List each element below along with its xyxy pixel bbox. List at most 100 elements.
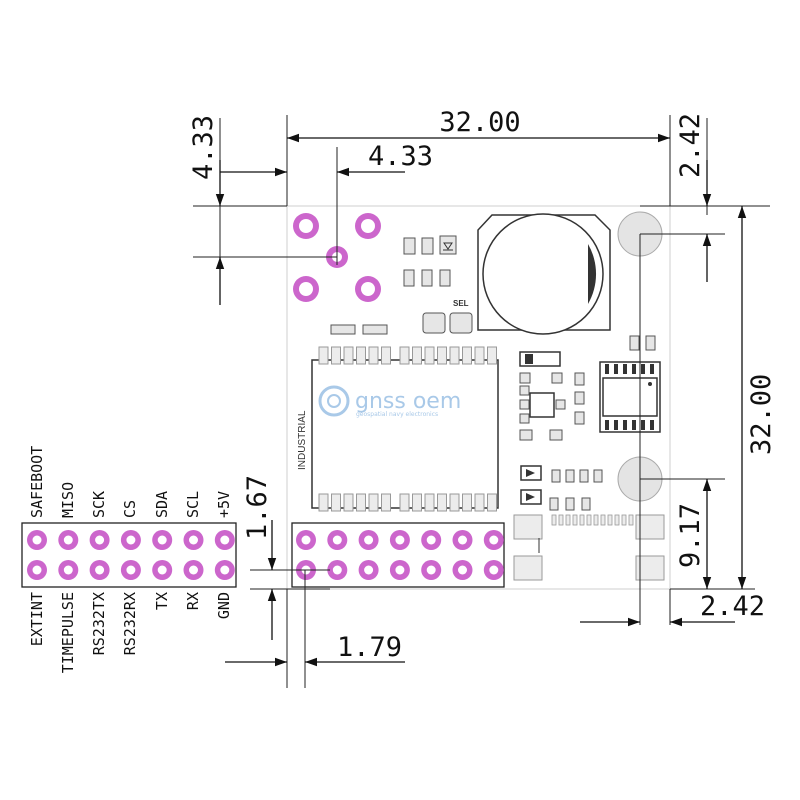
pin-label-safeboot: SAFEBOOT	[28, 446, 46, 518]
dim-label-header-offset-x: 1.79	[337, 632, 402, 663]
module-pin-top	[368, 346, 379, 365]
module-pin-bottom	[399, 493, 410, 512]
dim-label-pad-offset-y: 4.33	[188, 115, 219, 180]
usb-connector-pads	[513, 514, 665, 581]
pin-label-5v: +5V	[215, 491, 233, 518]
board-header-pin-r1-c5	[421, 530, 442, 550]
board-header-pin-r2-c4	[389, 560, 410, 580]
header-pin-r2-c5	[152, 560, 173, 580]
top-small-components: SEL	[330, 235, 473, 335]
module-pin-top	[462, 346, 472, 365]
pin-label-gnd: GND	[215, 592, 233, 619]
board-header-pin-r2-c2	[327, 560, 348, 580]
chip-pin	[632, 420, 636, 430]
module-pin-bottom	[462, 493, 472, 512]
chip-pin	[605, 364, 609, 374]
module-pin-bottom	[437, 493, 447, 512]
module-pin-bottom	[412, 493, 422, 512]
module-label: INDUSTRIAL	[297, 410, 308, 470]
header-pin-r2-c2	[58, 560, 79, 580]
usb-fine-pad	[565, 514, 571, 526]
board-header-pin-r2-c7	[483, 560, 504, 580]
usb-fine-pad	[551, 514, 557, 526]
gnss-module: INDUSTRIAL	[297, 346, 499, 512]
dim-label-pad-offset-x: 4.33	[368, 141, 433, 172]
header-pin-r1-c5	[152, 530, 173, 550]
board-header-pin-r1-c2	[327, 530, 348, 550]
pin-label-extint: EXTINT	[28, 592, 46, 646]
module-pin-bottom	[356, 493, 366, 512]
board-header-pin-r1-c6	[452, 530, 473, 550]
logo-text: gnss oem	[355, 389, 461, 414]
module-pin-top	[331, 346, 341, 365]
pad-bl	[293, 276, 319, 302]
pin-label-sck: SCK	[90, 491, 108, 518]
dim-label-header-offset-y: 1.67	[242, 475, 273, 540]
header-pin-r1-c7	[214, 530, 235, 550]
module-pin-top	[343, 346, 354, 365]
pad-br	[355, 276, 381, 302]
module-pin-top	[487, 346, 497, 365]
module-pin-bottom	[368, 493, 379, 512]
module-pin-top	[437, 346, 447, 365]
usb-fine-pad	[614, 514, 620, 526]
board-header-pin-r2-c5	[421, 560, 442, 580]
pin-label-sda: SDA	[153, 491, 171, 518]
usb-fine-pad	[621, 514, 627, 526]
module-pin-top	[318, 346, 329, 365]
module-pin-bottom	[381, 493, 391, 512]
board-header-pin-r1-c1	[296, 530, 316, 550]
header-pin-r2-c6	[183, 560, 204, 580]
board-header	[291, 522, 505, 588]
header-pin-r2-c7	[214, 560, 235, 580]
pin-label-timepulse: TIMEPULSE	[59, 592, 77, 673]
header-pin-r1-c1	[27, 530, 47, 550]
pcb-board: SEL INDUSTRIAL gnss oem geospatial navy …	[286, 205, 671, 590]
right-components	[519, 335, 661, 511]
usb-fine-pad	[572, 514, 578, 526]
pad-tr	[355, 213, 381, 239]
module-pin-top	[356, 346, 366, 365]
module-pin-top	[424, 346, 435, 365]
pin-labels-top: SAFEBOOT MISO SCK CS SDA SCL +5V	[28, 446, 233, 518]
dim-label-board-width: 32.00	[439, 107, 520, 138]
pin-label-cs: CS	[121, 500, 139, 518]
module-pins-bottom	[318, 493, 497, 512]
board-header-pin-r1-c4	[389, 530, 410, 550]
dim-label-board-height: 32.00	[746, 374, 777, 455]
header-pin-r2-c1	[27, 560, 47, 580]
module-pin-bottom	[474, 493, 485, 512]
board-header-pin-r1-c7	[483, 530, 504, 550]
chip-pin	[623, 364, 627, 374]
battery-holder	[477, 213, 611, 335]
header-pin-r2-c3	[89, 560, 110, 580]
module-pin-bottom	[424, 493, 435, 512]
chip-pin	[641, 420, 645, 430]
usb-fine-pad	[600, 514, 606, 526]
module-pin-top	[449, 346, 460, 365]
module-pin-top	[399, 346, 410, 365]
dimension-lines: 32.00 4.33 4.33 2.42 32.00 9.17 2.42 1.6…	[188, 107, 777, 688]
module-pins-top	[318, 346, 497, 365]
gnss-oem-logo: gnss oem geospatial navy electronics	[318, 385, 461, 418]
header-pin-r1-c3	[89, 530, 110, 550]
dim-label-hole-offset: 9.17	[675, 503, 706, 568]
usb-fine-pad	[628, 514, 634, 526]
dim-label-right-margin: 2.42	[700, 591, 765, 622]
chip-pin	[605, 420, 609, 430]
chip-pin	[641, 364, 645, 374]
module-pin-top	[381, 346, 391, 365]
chip-pin	[632, 364, 636, 374]
usb-fine-pad	[607, 514, 613, 526]
module-pin-bottom	[331, 493, 341, 512]
pin-label-rx: RX	[184, 592, 202, 610]
module-pin-bottom	[449, 493, 460, 512]
module-pin-bottom	[343, 493, 354, 512]
module-pin-top	[412, 346, 422, 365]
usb-fine-pad	[579, 514, 585, 526]
header-pin-r1-c4	[120, 530, 141, 550]
usb-fine-pad	[586, 514, 592, 526]
logo-subtitle: geospatial navy electronics	[356, 411, 438, 418]
pad-tl	[293, 213, 319, 239]
